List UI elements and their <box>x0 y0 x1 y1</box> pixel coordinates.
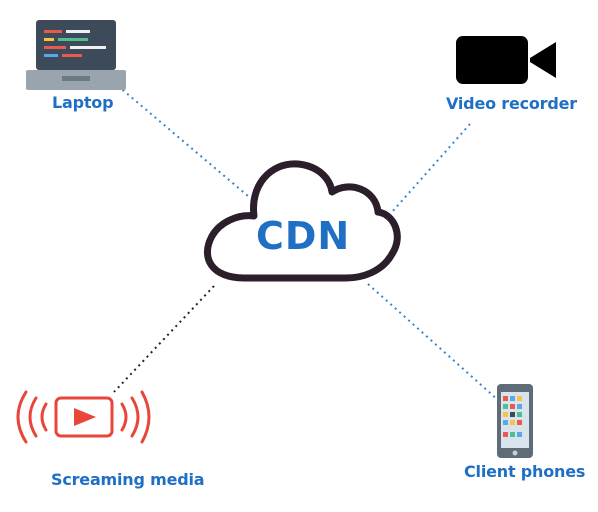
link-video-recorder <box>391 123 471 213</box>
video-recorder-label: Video recorder <box>446 94 577 113</box>
streaming-media-label: Screaming media <box>51 470 205 489</box>
link-streaming-media <box>113 285 215 393</box>
client-phones-label: Client phones <box>464 462 586 481</box>
cdn-label: CDN <box>256 214 351 258</box>
laptop-label: Laptop <box>52 93 114 112</box>
link-laptop <box>117 85 249 197</box>
link-client-phones <box>367 283 499 401</box>
